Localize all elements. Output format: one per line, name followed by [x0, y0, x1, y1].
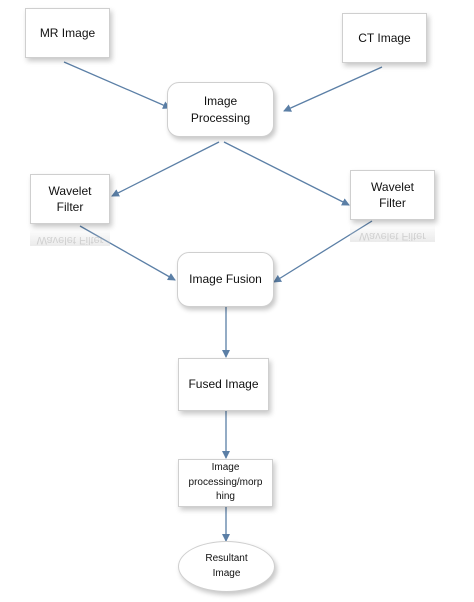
fused-image-label: Fused Image: [188, 377, 259, 392]
wavelet-filter-left-reflection: Wavelet Filter: [30, 228, 110, 246]
image-processing-morphing-label: Image processing/morp hing: [188, 462, 263, 503]
arrow-ct-to-processing: [283, 66, 383, 112]
ct-image-label: CT Image: [358, 30, 411, 45]
arrow-processing-to-left-filter: [111, 141, 220, 197]
mr-image-box: MR Image: [25, 8, 110, 58]
wavelet-filter-right-box: Wavelet Filter: [350, 170, 435, 220]
wavelet-filter-left-box: Wavelet Filter: [30, 174, 110, 224]
resultant-image-oval: Resultant Image: [178, 541, 275, 592]
image-fusion-box: Image Fusion: [177, 252, 274, 307]
mr-image-label: MR Image: [39, 25, 96, 40]
ct-image-box: CT Image: [342, 13, 427, 63]
resultant-image-label: Resultant Image: [205, 553, 248, 579]
arrow-processing-to-right-filter: [223, 141, 350, 206]
image-processing-morphing-box: Image processing/morp hing: [178, 459, 273, 507]
image-processing-label: Image Processing: [190, 94, 251, 125]
arrow-mr-to-processing: [63, 61, 171, 109]
arrow-right-filter-to-fusion: [273, 220, 373, 283]
fused-image-box: Fused Image: [178, 358, 269, 411]
image-processing-box: Image Processing: [167, 82, 274, 137]
wavelet-filter-left-label: Wavelet Filter: [48, 183, 92, 214]
image-fusion-label: Image Fusion: [189, 272, 262, 287]
wavelet-filter-right-label: Wavelet Filter: [371, 179, 414, 210]
wavelet-filter-right-reflection: Wavelet Filter: [350, 224, 435, 242]
arrow-left-filter-to-fusion: [79, 225, 176, 281]
